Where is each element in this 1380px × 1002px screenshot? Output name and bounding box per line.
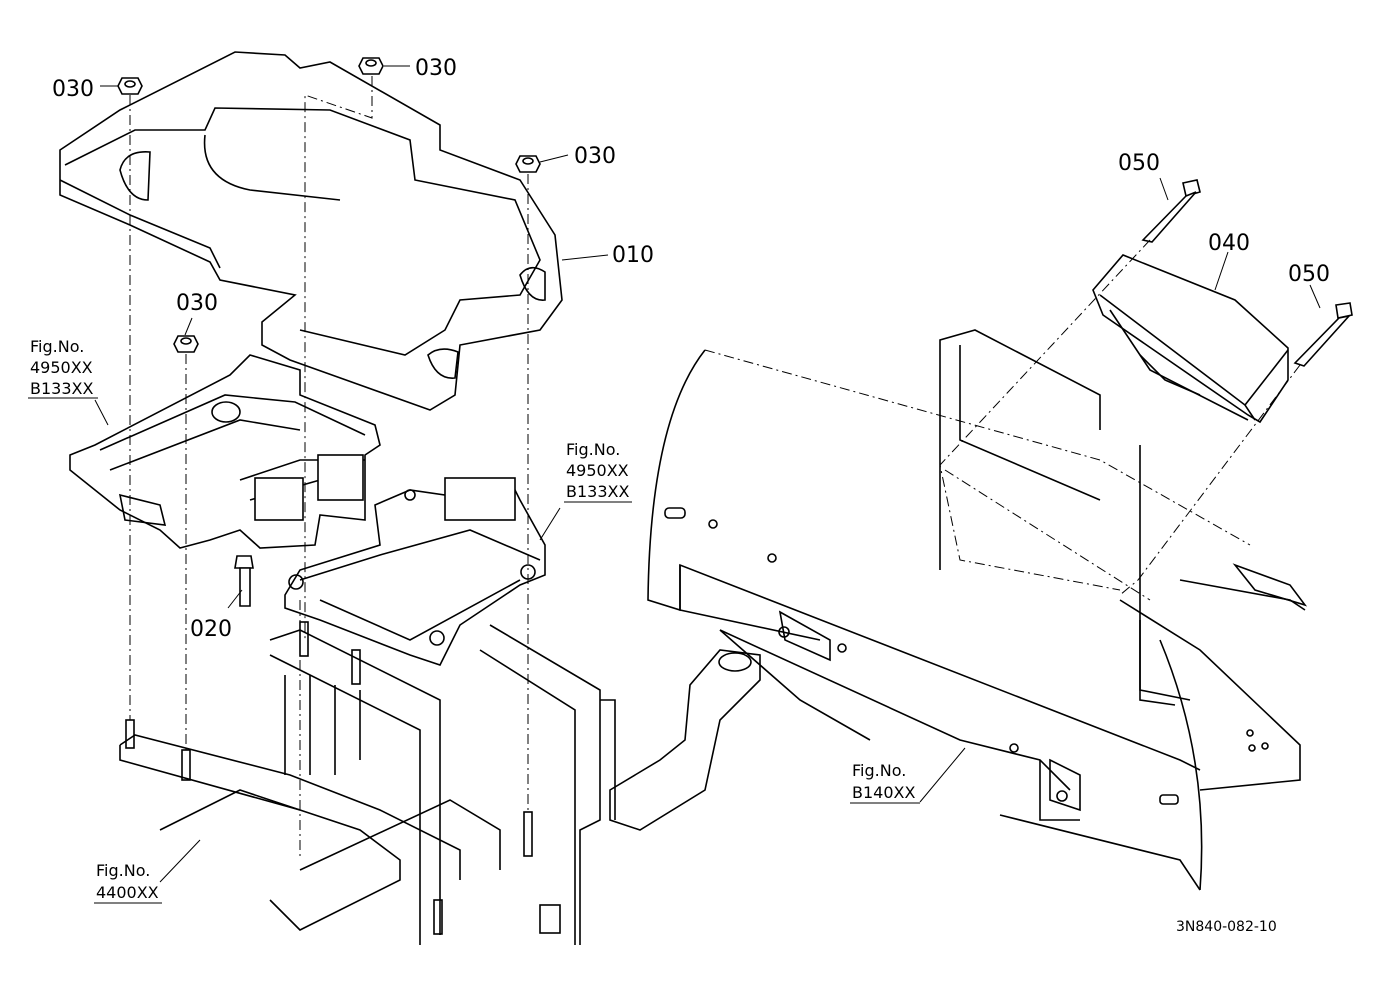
module-040[interactable] — [1092, 254, 1289, 424]
svg-text:4950XX: 4950XX — [30, 358, 93, 377]
callout-050-b: 050 — [1288, 262, 1330, 287]
svg-text:4950XX: 4950XX — [566, 461, 629, 480]
bolt-050-b[interactable] — [1293, 302, 1353, 367]
svg-text:B133XX: B133XX — [566, 482, 629, 501]
nut-030-c[interactable] — [515, 155, 541, 173]
drawing-code: 3N840-082-10 — [1176, 919, 1277, 935]
callout-030-b: 030 — [415, 56, 457, 81]
callout-030-a: 030 — [52, 77, 94, 102]
callout-040: 040 — [1208, 231, 1250, 256]
nut-030-a[interactable] — [117, 77, 143, 95]
nut-030-b[interactable] — [358, 57, 384, 75]
fig-ref-lower-right[interactable]: Fig.No. B140XX — [850, 761, 920, 804]
fig-ref-lower-left[interactable]: Fig.No. 4400XX — [94, 861, 162, 904]
svg-text:Fig.No.: Fig.No. — [566, 440, 620, 459]
callout-010: 010 — [612, 243, 654, 268]
svg-text:B140XX: B140XX — [852, 783, 915, 802]
svg-text:Fig.No.: Fig.No. — [30, 337, 84, 356]
cover-010[interactable] — [59, 51, 563, 411]
fig-ref-upper-left[interactable]: Fig.No. 4950XX B133XX — [28, 337, 98, 399]
ecu-bracket — [284, 477, 546, 666]
fig-ref-center[interactable]: Fig.No. 4950XX B133XX — [564, 440, 632, 503]
svg-text:Fig.No.: Fig.No. — [96, 861, 150, 880]
callout-030-d: 030 — [176, 291, 218, 316]
nut-030-d[interactable] — [173, 335, 199, 353]
callout-030-c: 030 — [574, 144, 616, 169]
leader-lines — [94, 65, 1321, 883]
svg-text:B133XX: B133XX — [30, 379, 93, 398]
callout-050-a: 050 — [1118, 151, 1160, 176]
callout-020: 020 — [190, 617, 232, 642]
bolt-020[interactable] — [234, 555, 254, 607]
controller-unit — [69, 354, 381, 549]
svg-text:Fig.No.: Fig.No. — [852, 761, 906, 780]
svg-text:4400XX: 4400XX — [96, 883, 159, 902]
support-stand — [119, 624, 616, 945]
frame-panel — [609, 329, 1308, 891]
studs — [125, 621, 533, 935]
bolt-050-a[interactable] — [1141, 179, 1201, 243]
